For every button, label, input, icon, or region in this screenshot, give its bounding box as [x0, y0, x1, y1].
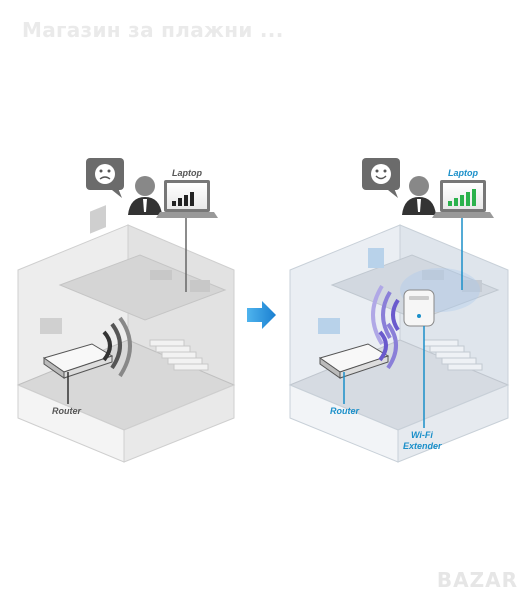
- person-icon: [128, 176, 162, 215]
- person-icon: [402, 176, 436, 215]
- router-before: [42, 343, 114, 379]
- furniture: [368, 248, 384, 268]
- house-after-upper-floor: [330, 254, 500, 321]
- house-before-front-right: [123, 384, 235, 463]
- stairs: [423, 339, 483, 371]
- bazar-watermark-logo: BAZAR: [436, 568, 518, 592]
- signal-bars-weak-icon: [172, 192, 194, 206]
- laptop-before: Laptop: [156, 168, 218, 218]
- furniture: [190, 280, 210, 292]
- wifi-waves-after: [378, 322, 398, 370]
- house-before: [16, 205, 236, 463]
- sad-face-icon: [95, 164, 115, 184]
- page-title: Магазин за плажни ...: [22, 18, 284, 42]
- user-after: [362, 158, 436, 215]
- happy-face-icon: [371, 164, 391, 184]
- router-after: [318, 343, 390, 379]
- extender-label-line2: Extender: [403, 441, 442, 451]
- furniture: [422, 270, 444, 280]
- wifi-extender-device: [403, 289, 435, 327]
- house-before-upper-floor: [58, 254, 227, 321]
- stairs: [149, 339, 209, 371]
- house-after-front-right: [397, 384, 509, 463]
- signal-bars-strong-icon: [448, 189, 476, 206]
- laptop-after: Laptop: [432, 168, 494, 218]
- speech-bubble-sad: [86, 158, 124, 198]
- speech-bubble-happy: [362, 158, 400, 198]
- user-before: [86, 158, 162, 215]
- router-label-before: Router: [52, 406, 81, 416]
- furniture: [462, 280, 482, 292]
- wifi-waves-extender: [371, 284, 400, 346]
- furniture: [150, 270, 172, 280]
- furniture: [318, 318, 340, 334]
- wifi-waves-before: [102, 316, 132, 378]
- router-label-after: Router: [330, 406, 359, 416]
- laptop-label-before: Laptop: [172, 168, 202, 178]
- laptop-label-after: Laptop: [448, 168, 478, 178]
- house-after: [288, 224, 510, 463]
- arrow-right-icon: [247, 301, 276, 329]
- furniture: [90, 205, 106, 234]
- extender-label-line1: Wi-Fi: [411, 430, 433, 440]
- furniture: [40, 318, 62, 334]
